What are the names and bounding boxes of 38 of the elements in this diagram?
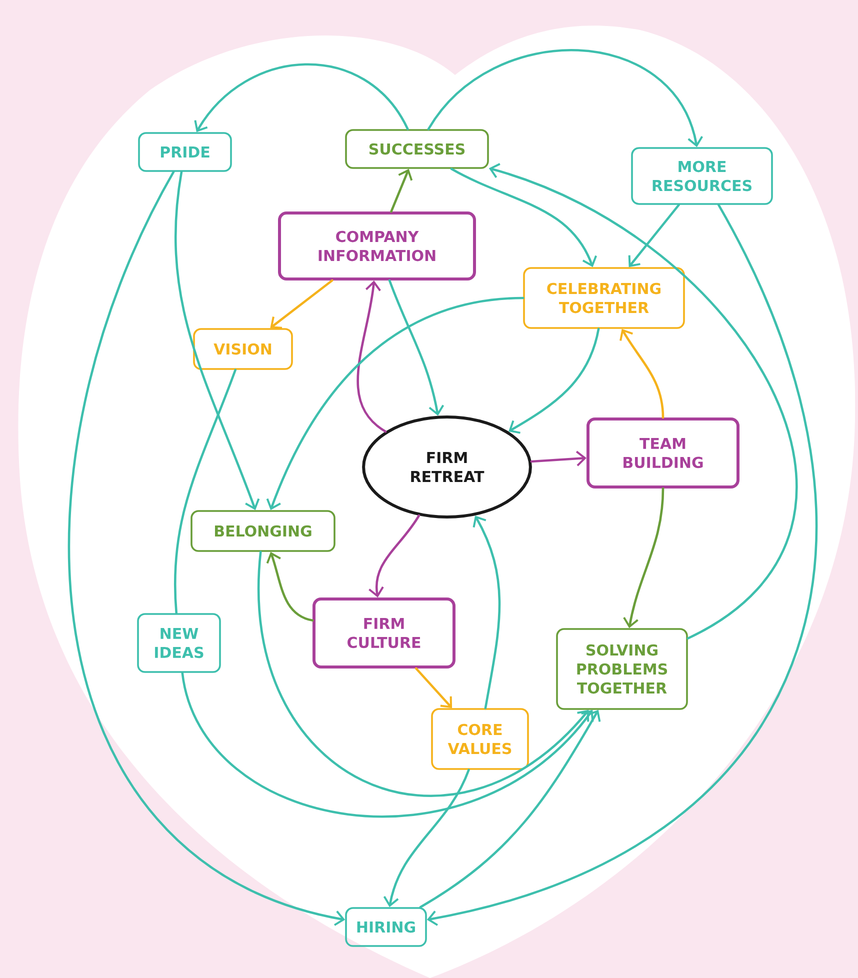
arrow: [368, 514, 420, 598]
arrow: [508, 328, 600, 434]
concept-box: CORE VALUES: [431, 708, 529, 770]
arrow: [383, 768, 470, 908]
arrow: [270, 279, 334, 329]
arrow: [266, 552, 314, 622]
concept-box: NEW IDEAS: [137, 613, 221, 673]
concept-box: MORE RESOURCES: [631, 147, 773, 205]
arrow: [628, 204, 680, 268]
arrow: [450, 168, 598, 268]
arrow: [488, 163, 798, 640]
arrow: [426, 204, 818, 926]
arrow: [174, 170, 260, 510]
arrow: [530, 450, 586, 466]
arrow: [390, 168, 413, 213]
arrow: [623, 487, 664, 628]
concept-box: SUCCESSES: [345, 129, 489, 169]
arrow: [181, 672, 594, 818]
concept-box: COMPANY INFORMATION: [278, 212, 476, 280]
concept-box: VISION: [193, 328, 293, 370]
concept-box: FIRM CULTURE: [312, 598, 456, 668]
arrow: [620, 328, 664, 419]
arrow: [414, 667, 452, 708]
concept-box: PRIDE: [138, 132, 232, 172]
concept-box: BELONGING: [190, 510, 336, 552]
concept-box: CELEBRATING TOGETHER: [523, 267, 685, 329]
arrow: [356, 280, 387, 433]
arrow: [266, 296, 524, 510]
arrow: [472, 516, 501, 710]
arrow: [194, 63, 409, 132]
concept-box: TEAM BUILDING: [586, 418, 740, 488]
arrow: [388, 279, 444, 416]
concept-box: SOLVING PROBLEMS TOGETHER: [556, 628, 688, 710]
concept-box: HIRING: [345, 907, 427, 947]
arrow: [258, 550, 590, 797]
arrow: [419, 710, 601, 908]
arrow: [68, 170, 346, 926]
arrow: [427, 49, 703, 148]
